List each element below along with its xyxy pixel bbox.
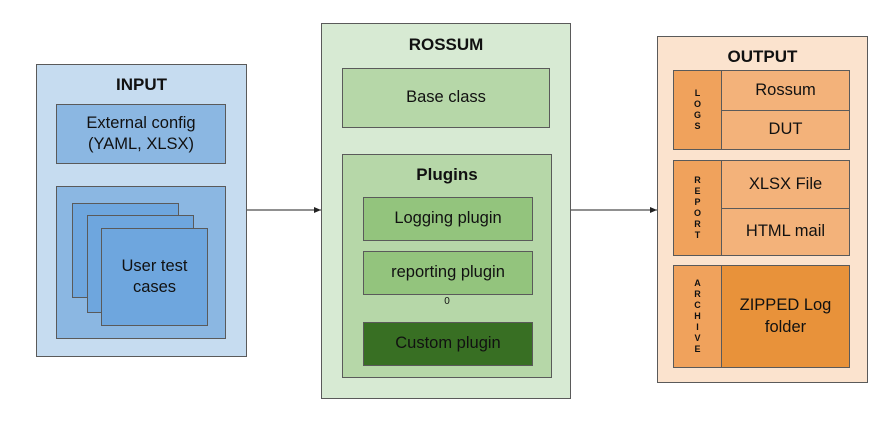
- report-tag-letter: R: [694, 175, 701, 186]
- report-tag-letter: R: [694, 218, 701, 229]
- logs-tag-letter: S: [694, 120, 701, 131]
- reporting-plugin-box: reporting plugin: [363, 251, 533, 295]
- archive-tag-letter: H: [694, 311, 701, 322]
- custom-plugin-label: Custom plugin: [395, 334, 501, 353]
- reporting-plugin-label: reporting plugin: [391, 263, 505, 282]
- base-class-label: Base class: [406, 88, 486, 107]
- archive-zip-cell: ZIPPED Log folder: [721, 265, 850, 368]
- logging-plugin-box: Logging plugin: [363, 197, 533, 241]
- output-title: OUTPUT: [727, 47, 798, 66]
- plugins-title: Plugins: [416, 165, 478, 184]
- report-xlsx-cell: XLSX File: [721, 160, 850, 209]
- logs-tag-letter: G: [693, 110, 701, 120]
- plugin-count-label: 0: [444, 296, 450, 307]
- archive-tag-letter: E: [694, 343, 701, 354]
- logs-tag-letter: O: [693, 99, 701, 110]
- report-xlsx-label: XLSX File: [748, 174, 823, 193]
- report-tag-letter: E: [694, 186, 701, 197]
- logs-tag: L O G S: [673, 70, 722, 150]
- external-config-label: External config (YAML, XLSX): [86, 113, 196, 153]
- archive-tag: A R C H I V E: [673, 265, 722, 368]
- logging-plugin-label: Logging plugin: [394, 209, 502, 228]
- logs-rossum-cell: Rossum: [721, 70, 850, 111]
- archive-tag-letter: V: [694, 332, 701, 343]
- external-config-box: External config (YAML, XLSX): [56, 104, 226, 164]
- report-html-label: HTML mail: [745, 222, 826, 241]
- input-title: INPUT: [116, 75, 167, 94]
- report-tag-letter: P: [694, 197, 701, 208]
- rossum-title: ROSSUM: [408, 35, 484, 54]
- logs-dut-cell: DUT: [721, 110, 850, 150]
- archive-zip-label: ZIPPED Log folder: [739, 296, 832, 336]
- test-cases-label: User test cases: [121, 256, 188, 296]
- report-tag-letter: T: [694, 229, 701, 240]
- logs-dut-label: DUT: [768, 120, 803, 139]
- archive-tag-letter: I: [696, 321, 699, 332]
- logs-rossum-label: Rossum: [755, 80, 816, 99]
- archive-tag-letter: R: [694, 289, 701, 300]
- custom-plugin-box: Custom plugin: [363, 322, 533, 366]
- report-html-cell: HTML mail: [721, 208, 850, 256]
- logs-tag-letter: L: [694, 88, 701, 99]
- base-class-box: Base class: [342, 68, 550, 128]
- report-tag: R E P O R T: [673, 160, 722, 256]
- report-tag-letter: O: [693, 208, 701, 218]
- archive-tag-letter: C: [694, 300, 701, 311]
- archive-tag-letter: A: [694, 278, 701, 289]
- test-case-sheet-front: User test cases: [101, 228, 208, 326]
